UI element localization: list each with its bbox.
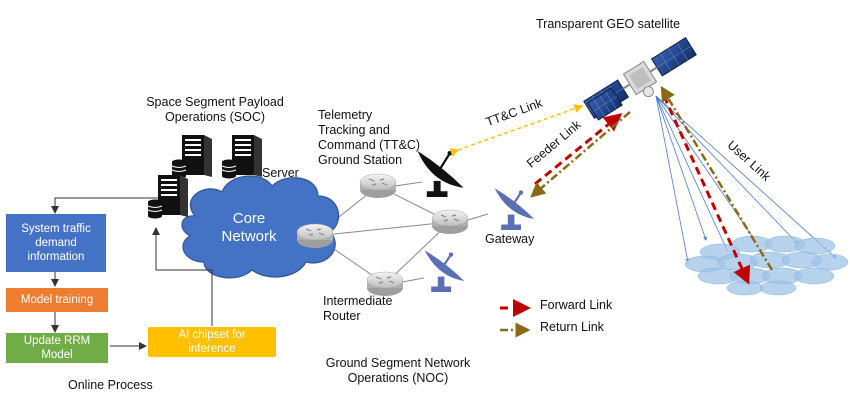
return-link-legend-label: Return Link	[540, 320, 604, 334]
link-router-intermediate-dish	[401, 277, 425, 283]
network-links	[314, 181, 489, 285]
ttc-station-label: Telemetry Tracking and Command (TT&C) Gr…	[318, 108, 421, 167]
system-traffic-box: System traffic demand information	[6, 214, 106, 272]
router-icon	[366, 271, 404, 297]
model-training-box: Model training	[6, 288, 108, 312]
return-link-feeder	[530, 111, 631, 198]
gateway-label: Gateway	[485, 232, 535, 246]
server-label: Server	[262, 166, 299, 180]
satellite-dish-icon	[417, 151, 464, 197]
satellite-label: Transparent GEO satellite	[536, 17, 681, 31]
router-icon	[359, 173, 397, 199]
link-core-gateway	[314, 221, 451, 237]
forward-link-legend-label: Forward Link	[540, 298, 613, 312]
router-icon	[431, 209, 469, 235]
core-network-label: Core Network	[221, 210, 277, 245]
link-router-gateway-dish	[467, 213, 489, 221]
soc-label: Space Segment Payload Operations (SOC)	[146, 95, 284, 124]
online-process-arrows	[51, 197, 213, 350]
noc-label: Ground Segment Network Operations (NOC)	[325, 356, 471, 385]
satellite-dish-icon	[423, 249, 466, 294]
online-process-label: Online Process	[68, 378, 153, 392]
satellite-icon	[587, 87, 623, 121]
ai-chipset-box: AI chipset for inference	[148, 327, 276, 357]
forward-link-feeder	[534, 113, 623, 186]
cloud-icon	[181, 175, 340, 279]
satellite-dish-icon	[493, 187, 536, 232]
link-router-ttc-dish	[394, 181, 423, 187]
forward-link-user	[662, 95, 751, 285]
beam-spots	[684, 235, 849, 296]
server-icon	[232, 135, 262, 177]
update-rrm-box: Update RRM Model	[6, 333, 108, 363]
server-icon	[158, 175, 188, 217]
server-icon	[182, 135, 212, 177]
intermediate-router-label: Intermediate Router	[323, 294, 393, 323]
return-link-user	[660, 85, 774, 271]
database-icon	[221, 159, 237, 179]
router-icon	[296, 223, 334, 249]
database-icon	[147, 199, 163, 219]
ttc-link-line	[449, 104, 584, 157]
